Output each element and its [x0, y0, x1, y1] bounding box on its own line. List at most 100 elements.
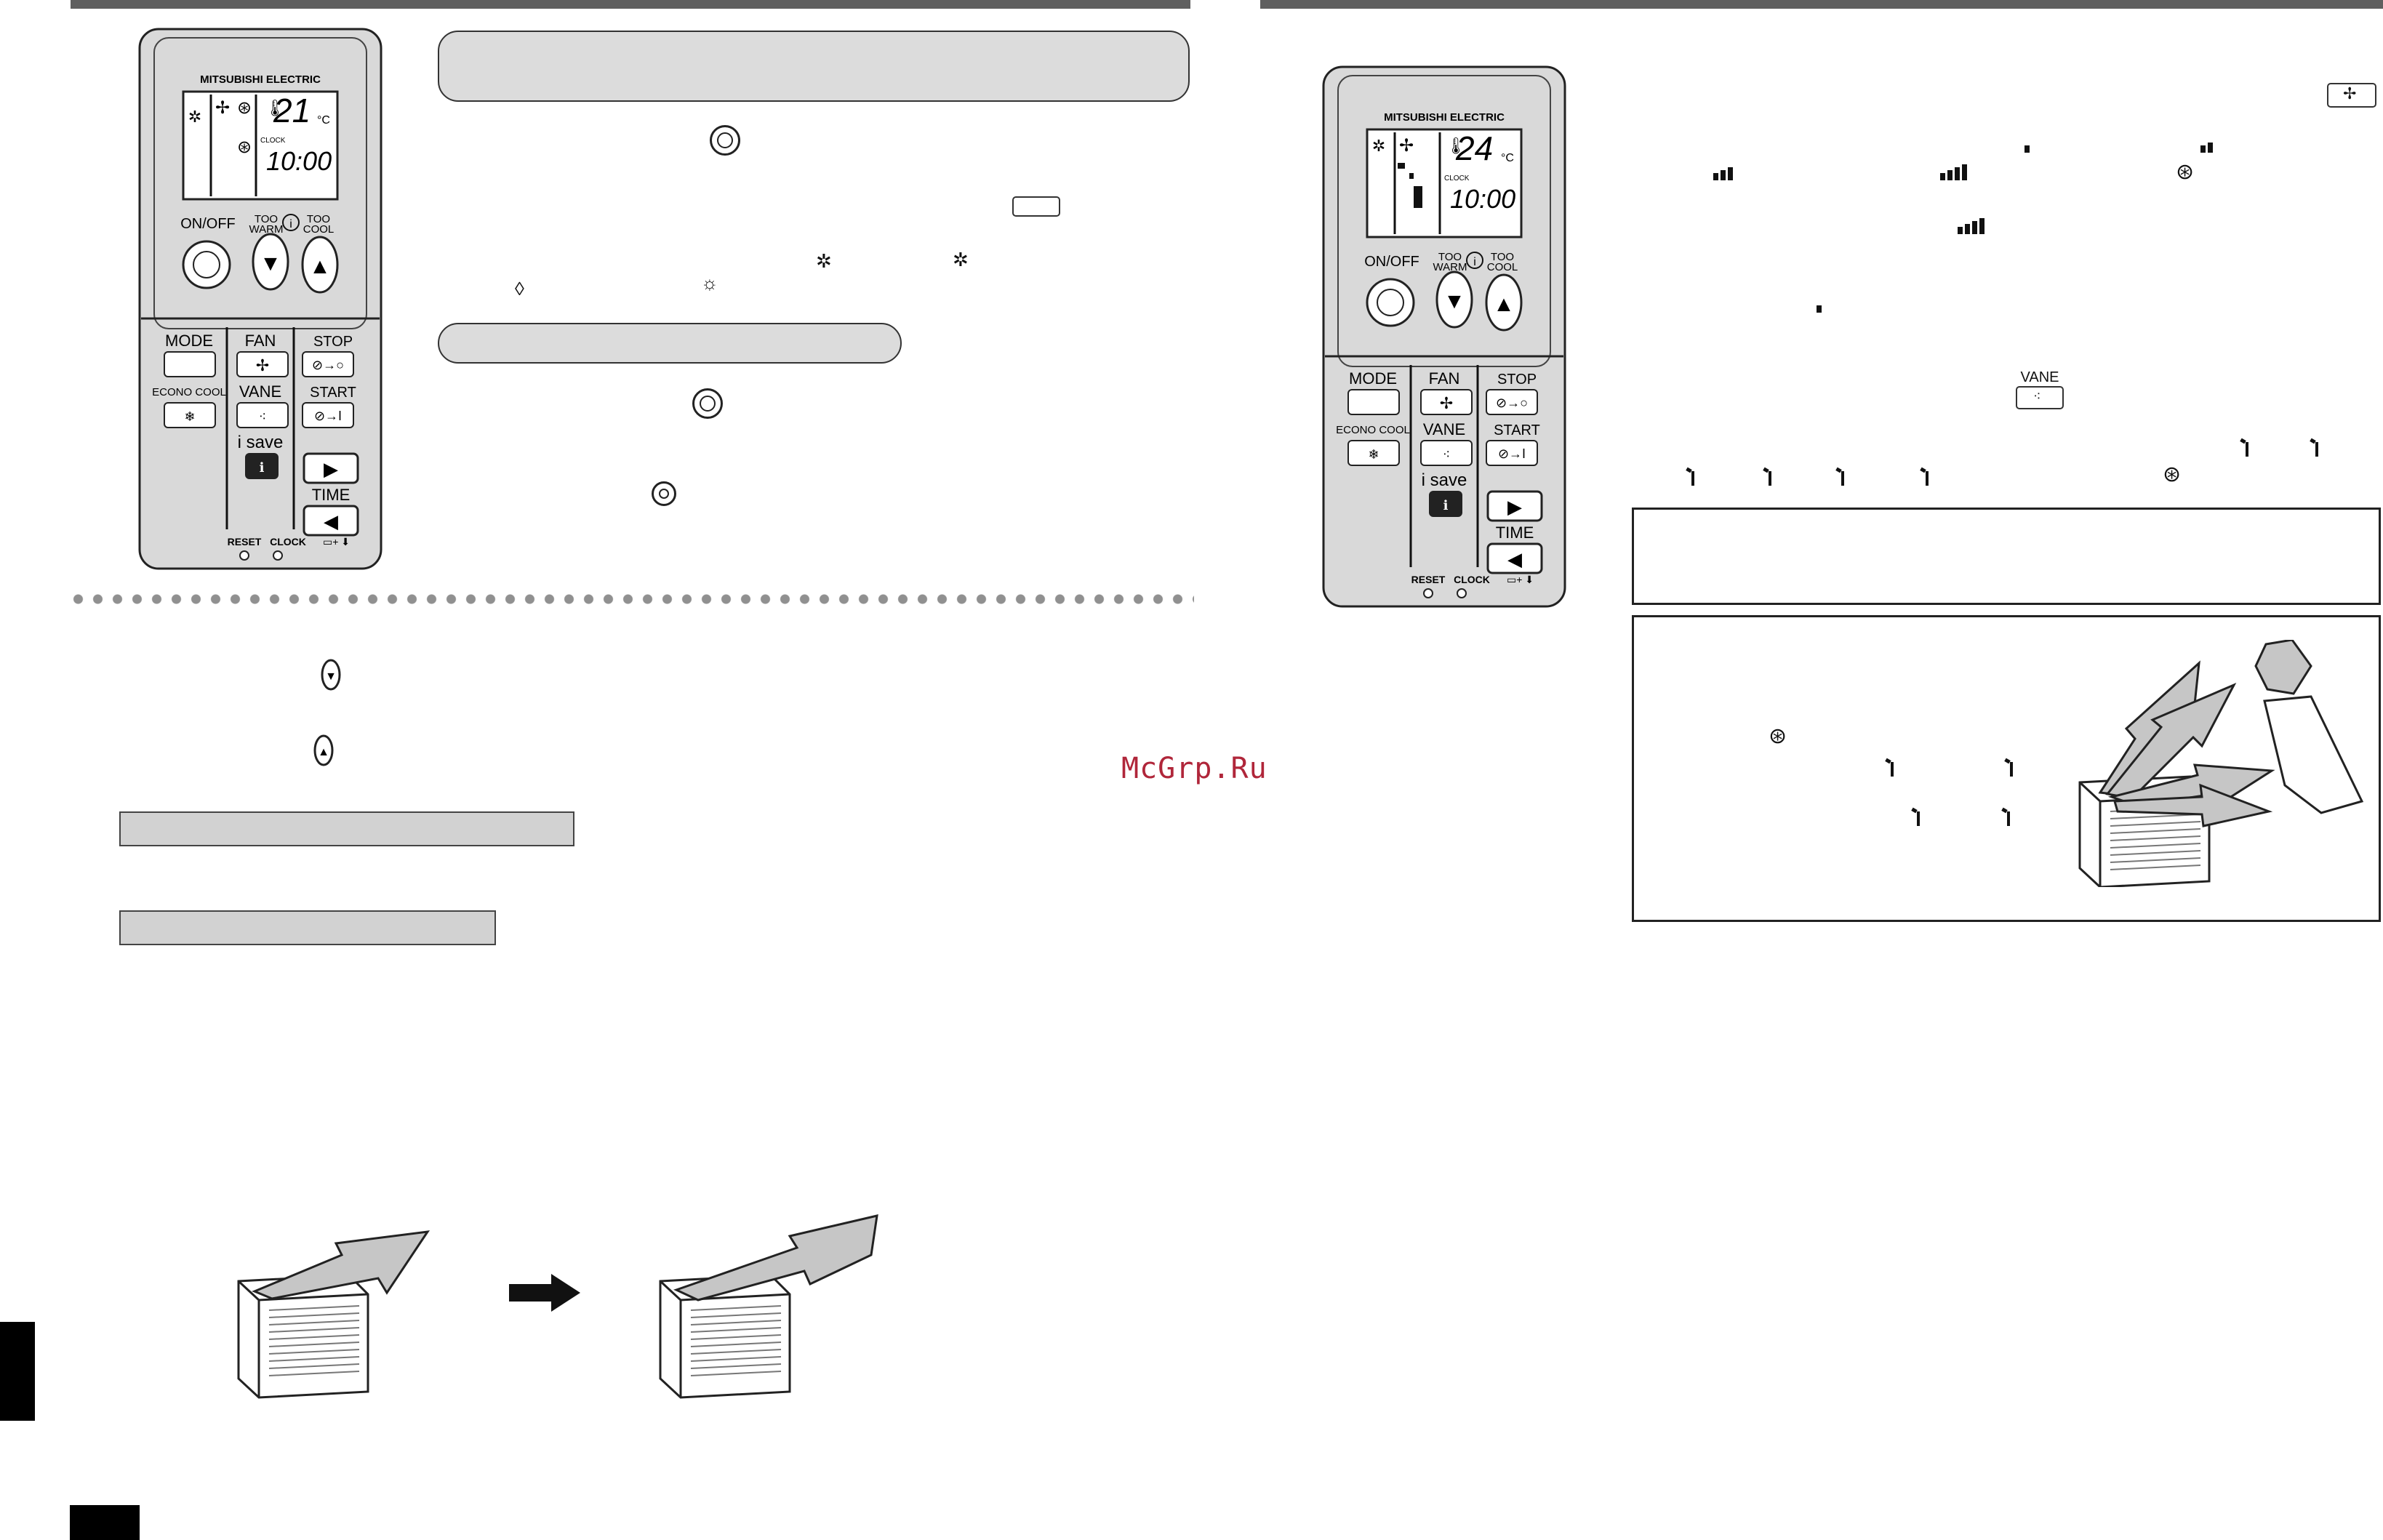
too-warm-button — [1435, 270, 1473, 329]
mode-button — [164, 351, 216, 377]
battery-icon: ▭+ ⬇ — [323, 536, 350, 548]
econo-cool-button — [1347, 440, 1400, 466]
svg-text:FAN: FAN — [245, 332, 276, 350]
fan-speed-1-icon — [1817, 305, 1822, 313]
svg-text:STOP: STOP — [1497, 372, 1537, 388]
brand-logo: MITSUBISHI ELECTRIC — [200, 73, 321, 86]
vane-position-icon — [1769, 471, 1771, 486]
fan-speed-4-icon — [1958, 218, 1985, 234]
vane-position-icon — [1691, 471, 1694, 486]
start-timer-button — [1486, 440, 1538, 466]
fan-button — [236, 351, 289, 377]
svg-text:i: i — [289, 218, 292, 230]
svg-text:▲: ▲ — [318, 746, 329, 758]
svg-text:24: 24 — [1455, 129, 1493, 167]
auto-mode-icon: ✲ — [1372, 137, 1385, 155]
section-heading-pill-2 — [438, 323, 902, 364]
svg-text:WARM: WARM — [249, 223, 284, 236]
subheading-bar-2 — [119, 910, 496, 945]
thermometer-icon: 🌡 — [1446, 137, 1466, 155]
vane-position-icon — [2010, 762, 2013, 777]
svg-text:⁖: ⁖ — [259, 409, 267, 424]
note-box — [1632, 508, 2381, 605]
mode-button — [1347, 389, 1400, 415]
svg-text:START: START — [310, 385, 356, 401]
lcd-temperature: 21 — [273, 92, 311, 129]
svg-text:TOO: TOO — [255, 213, 278, 225]
svg-text:ECONO COOL: ECONO COOL — [1336, 424, 1410, 436]
vane-position-icon — [2007, 811, 2010, 826]
fan-speed-3-icon — [1713, 167, 1733, 180]
time-back-button — [1486, 542, 1543, 574]
on-off-button — [1366, 278, 1415, 327]
fan-speed-4-icon — [1940, 164, 1967, 180]
on-off-button — [182, 240, 231, 289]
right-arrow — [509, 1274, 580, 1312]
mode-button-icon — [1012, 196, 1060, 217]
svg-text:▶: ▶ — [324, 458, 338, 480]
svg-text:ON/OFF: ON/OFF — [1364, 254, 1419, 270]
svg-text:❄: ❄ — [1368, 447, 1379, 462]
vane-position-icon — [1841, 471, 1844, 486]
svg-text:CLOCK: CLOCK — [270, 536, 306, 548]
svg-text:TOO: TOO — [307, 213, 330, 225]
swing-icon: ⊛ — [1769, 724, 1787, 748]
svg-text:i save: i save — [1422, 470, 1467, 490]
swing-icon: ⊛ — [237, 137, 252, 157]
fan-button-icon: ✢ — [2327, 83, 2376, 108]
vane-button — [236, 402, 289, 428]
reset-button — [1423, 588, 1433, 598]
svg-text:°C: °C — [1501, 152, 1514, 164]
vane-position-icon — [1891, 762, 1894, 777]
power-button-icon — [710, 125, 740, 156]
remote-control-right: MITSUBISHI ELECTRIC ✲ ✢ 🌡 24 °C CLOCK 10… — [1322, 65, 1566, 608]
power-button-icon — [652, 481, 676, 506]
svg-text:i save: i save — [238, 433, 284, 452]
swing-icon: ⊛ — [2176, 160, 2195, 184]
header-bar-right — [1260, 0, 2383, 9]
i-save-button — [1429, 491, 1462, 517]
dotted-divider — [68, 593, 1194, 605]
clock-button — [1457, 588, 1467, 598]
fan-speed-2-icon — [2200, 143, 2213, 153]
svg-text:TOO: TOO — [1491, 251, 1514, 263]
svg-text:ℹ: ℹ — [1443, 498, 1449, 513]
fan-button — [1420, 389, 1473, 415]
svg-text:10:00: 10:00 — [1450, 184, 1515, 214]
vane-position-icon — [1926, 471, 1929, 486]
svg-text:▼: ▼ — [325, 670, 337, 683]
section-heading-pill-1 — [438, 31, 1190, 102]
svg-text:MITSUBISHI ELECTRIC: MITSUBISHI ELECTRIC — [1384, 111, 1505, 124]
swing-airflow-illustration — [2078, 640, 2364, 887]
battery-icon: ▭+ ⬇ — [1507, 574, 1534, 585]
svg-text:VANE: VANE — [1423, 420, 1465, 438]
air-conditioner-unit-illustration-1 — [237, 1230, 430, 1399]
svg-text:⊘→○: ⊘→○ — [312, 358, 344, 372]
page-number-block — [70, 1505, 140, 1540]
svg-text:COOL: COOL — [1487, 261, 1518, 273]
i-save-button — [245, 453, 279, 479]
svg-text:CLOCK: CLOCK — [1444, 175, 1470, 183]
svg-text:▲: ▲ — [1493, 292, 1515, 316]
too-cool-button — [1485, 273, 1523, 332]
lcd-screen — [182, 90, 339, 201]
svg-text:❄: ❄ — [184, 409, 195, 424]
side-tab-black — [0, 1322, 35, 1421]
fan-speed-1-icon — [2024, 145, 2030, 153]
stop-timer-button — [1486, 389, 1538, 415]
svg-text:MODE: MODE — [1349, 369, 1397, 388]
vane-position-icon — [2315, 442, 2318, 457]
svg-text:▲: ▲ — [309, 254, 331, 278]
swing-icon: ⊛ — [2163, 462, 2182, 486]
vane-position-icon — [2246, 442, 2248, 457]
lcd-screen — [1366, 128, 1523, 238]
cool-mode-icon: ✲ — [816, 250, 832, 272]
svg-text:COOL: COOL — [303, 223, 335, 236]
vane-button — [1420, 440, 1473, 466]
svg-text:i: i — [1473, 256, 1476, 268]
lcd-time: 10:00 — [266, 146, 332, 176]
svg-text:▶: ▶ — [1507, 496, 1522, 518]
svg-text:▼: ▼ — [1443, 289, 1465, 313]
info-icon — [282, 214, 300, 231]
svg-text:FAN: FAN — [1429, 369, 1460, 388]
